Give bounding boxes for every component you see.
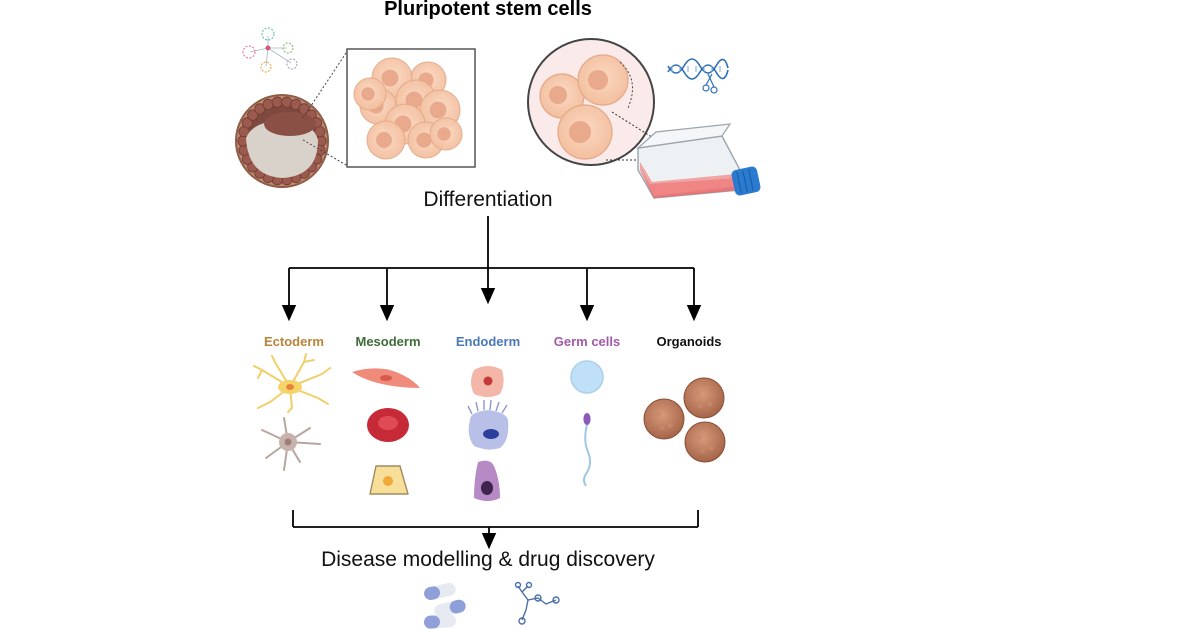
differentiation-connectors [281,216,702,322]
mesoderm-adipocyte-cell [369,465,409,495]
outcome-label: Disease modelling & drug discovery [321,548,655,571]
lineage-label-organoids: Organoids [656,334,722,349]
process-label: Differentiation [423,188,553,211]
ectoderm-astrocyte-cell [261,417,321,471]
mesoderm-red-blood-cell [367,408,409,442]
diagram-title: Pluripotent stem cells [384,0,592,20]
lineage-label-endoderm: Endoderm [455,334,521,349]
germ-egg-cell [570,360,604,394]
endoderm-epithelial-cell [471,366,504,397]
culture-flask-icon [636,123,761,199]
ectoderm-neuron-cell [253,353,331,413]
cell-cluster-zoom [302,48,476,168]
lineage-label-germ-cells: Germ cells [553,334,621,349]
network-icon [242,27,298,73]
endoderm-ciliated-cell [467,399,509,450]
lineage-label-mesoderm: Mesoderm [355,334,421,349]
outcome-bracket [292,510,699,550]
endoderm-goblet-cell [474,460,500,501]
blastocyst-illustration [235,94,329,188]
organoid-cluster [643,377,726,463]
pills-icon [423,583,466,629]
mesoderm-muscle-cell [352,368,420,388]
cell-magnifier [527,38,686,166]
dna-scissors-icon [667,58,729,94]
germ-sperm-cell [583,413,592,487]
lineage-label-ectoderm: Ectoderm [264,334,324,349]
molecule-icon [514,581,560,625]
